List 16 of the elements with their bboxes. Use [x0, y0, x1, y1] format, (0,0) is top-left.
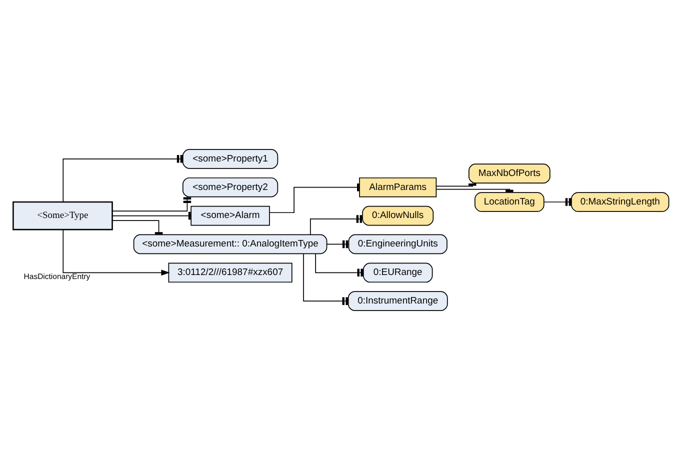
node-box: <some>Alarm — [190, 205, 270, 226]
node-box: 0:AllowNulls — [362, 205, 434, 226]
edge-label: HasDictionaryEntry — [24, 271, 90, 280]
connector — [436, 182, 476, 187]
node-box: 0:InstrumentRange — [348, 290, 448, 310]
node-box: <some>Property1 — [182, 148, 278, 168]
node-box: LocationTag — [474, 192, 544, 212]
node-box: <some>Property2 — [182, 176, 278, 197]
node-box: MaxNbOfPorts — [468, 163, 550, 183]
node-box: 3:0112/2///61987#xzx607 — [168, 262, 292, 282]
node-box: <Some>Type — [12, 200, 113, 230]
node-box: 0:MaxStringLength — [571, 192, 670, 212]
node-box: AlarmParams — [359, 176, 437, 197]
node-box: 0:EngineeringUnits — [348, 234, 448, 254]
node-box: <some>Measurement:: 0:AnalogItemType — [133, 234, 328, 254]
node-box: 0:EURange — [362, 262, 433, 282]
